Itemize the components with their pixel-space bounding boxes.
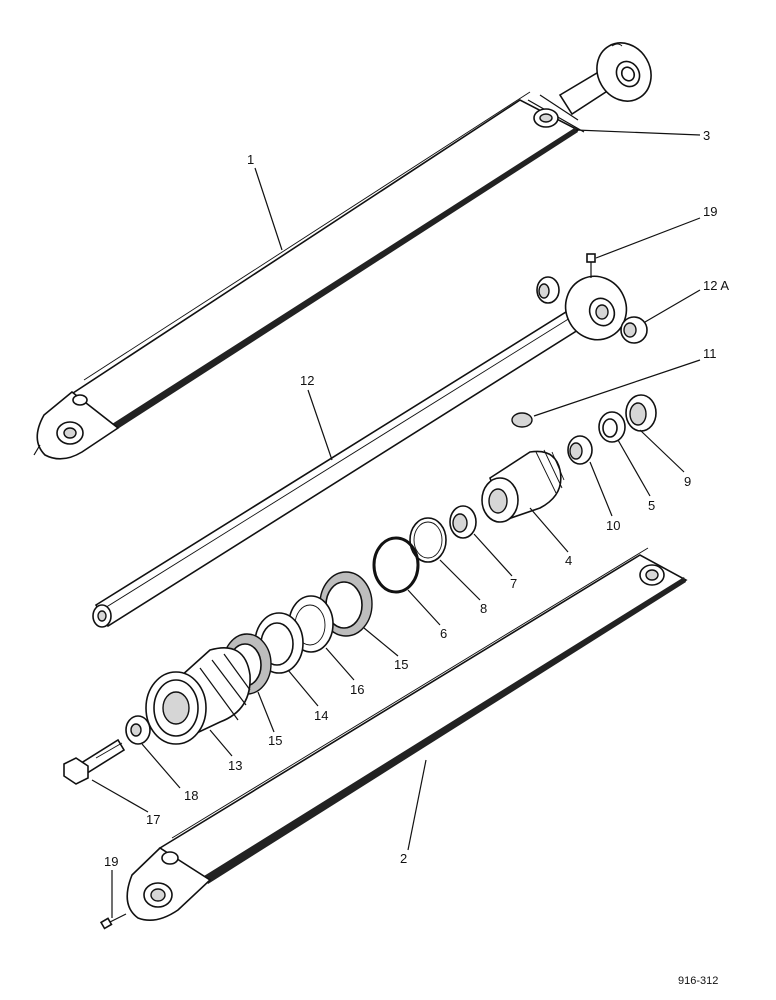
- eye-bushings: [536, 276, 648, 344]
- callout-3: 3: [703, 128, 710, 143]
- callout-17: 17: [146, 812, 160, 827]
- callout-10: 10: [606, 518, 620, 533]
- callout-8: 8: [480, 601, 487, 616]
- callout-18: 18: [184, 788, 198, 803]
- callout-19a: 19: [703, 204, 717, 219]
- callout-12a: 12 A: [703, 278, 729, 293]
- cylinder-barrel: [99, 547, 688, 930]
- callout-labels: 1 2 3 4 5 6 7 8 9 10 11 12 12 A 13 14 15…: [104, 128, 729, 987]
- callout-19b: 19: [104, 854, 118, 869]
- callout-4: 4: [565, 553, 572, 568]
- callout-1: 1: [247, 152, 254, 167]
- assembled-cylinder: [33, 42, 652, 460]
- callout-13: 13: [228, 758, 242, 773]
- leader-lines: [91, 129, 701, 918]
- callout-7: 7: [510, 576, 517, 591]
- gland-components: [372, 394, 657, 594]
- drawing-code: 916-312: [678, 975, 718, 987]
- piston-rod: [92, 253, 628, 628]
- callout-12: 12: [300, 373, 314, 388]
- callout-15b: 15: [268, 733, 282, 748]
- callout-15a: 15: [394, 657, 408, 672]
- callout-6: 6: [440, 626, 447, 641]
- callout-9: 9: [684, 474, 691, 489]
- callout-5: 5: [648, 498, 655, 513]
- callout-14: 14: [314, 708, 328, 723]
- callout-11: 11: [703, 346, 717, 361]
- callout-2: 2: [400, 851, 407, 866]
- piston-assembly: [63, 571, 373, 785]
- callout-16: 16: [350, 682, 364, 697]
